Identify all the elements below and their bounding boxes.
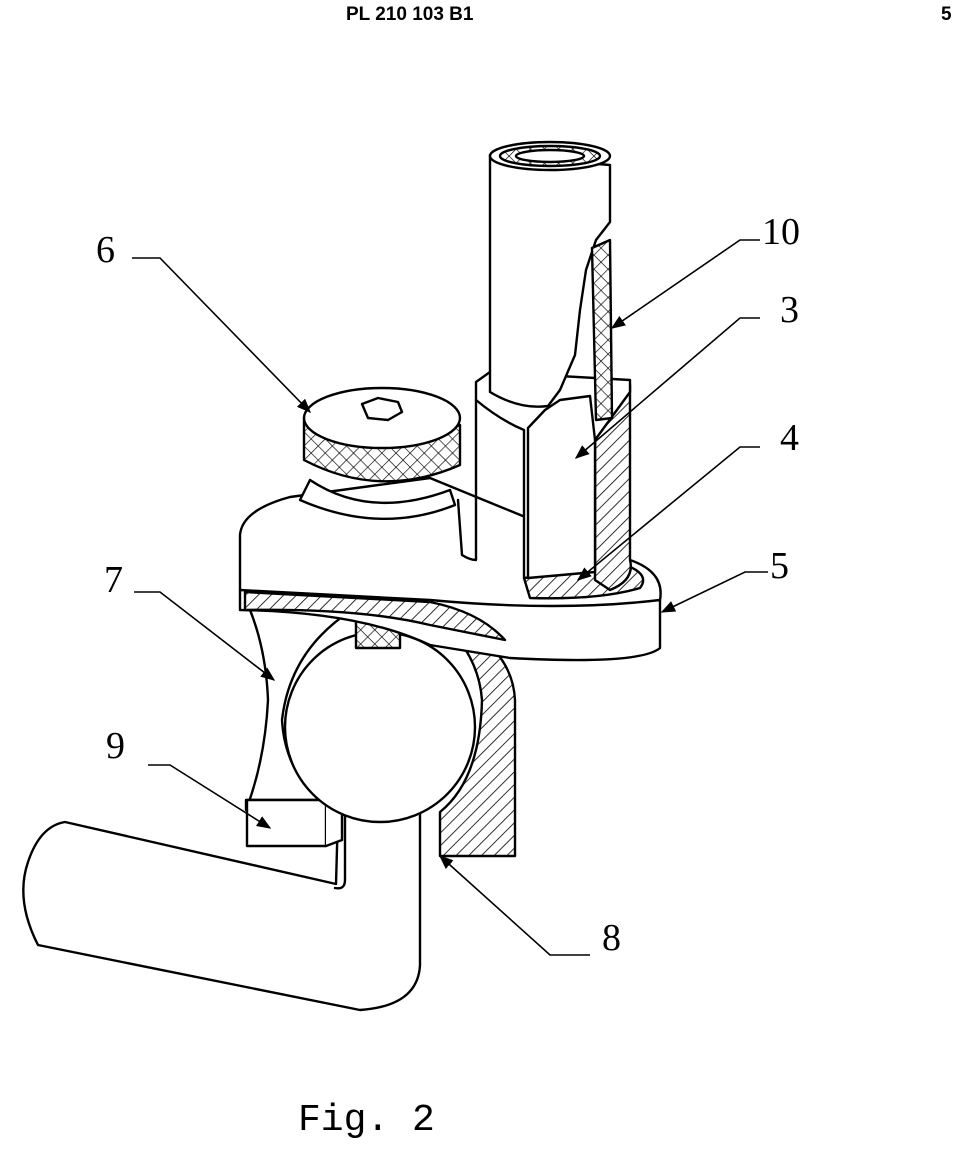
tube-part-10: [488, 153, 612, 408]
label-10: 10: [762, 211, 800, 253]
leader-4: [576, 446, 760, 581]
leader-10: [610, 239, 760, 329]
block-part-9: [245, 798, 328, 848]
leader-lines: [132, 239, 768, 956]
leader-7: [134, 591, 276, 681]
leader-9: [148, 764, 272, 829]
hex-socket-icon: [360, 396, 404, 422]
page-number: 5: [941, 4, 952, 25]
leader-8: [438, 855, 590, 956]
ball-joint: [283, 630, 477, 824]
leader-6: [132, 257, 312, 414]
tube-braid-section: [590, 238, 614, 422]
label-4: 4: [780, 417, 799, 459]
label-8: 8: [602, 917, 621, 959]
patent-number: PL 210 103 B1: [346, 4, 474, 25]
flange-top-edge: [238, 588, 662, 608]
post-left-side: [456, 398, 478, 562]
elbow-inner-edge: [333, 808, 347, 890]
label-9: 9: [106, 725, 125, 767]
core-part-3: [526, 394, 597, 580]
label-5: 5: [770, 545, 789, 587]
leader-3: [574, 317, 760, 459]
flange-plate-part-5: [238, 476, 662, 662]
leader-5: [660, 571, 768, 613]
tube-end-inner: [514, 148, 586, 164]
label-3: 3: [780, 289, 799, 331]
figure-caption: Fig. 2: [298, 1099, 435, 1142]
sleeve-section: [593, 383, 632, 592]
screw-neck: [298, 478, 457, 521]
label-6: 6: [96, 229, 115, 271]
flange-section-hatch: [243, 590, 507, 642]
elbow-pipe-part-8: [22, 810, 422, 1012]
label-7: 7: [104, 559, 123, 601]
